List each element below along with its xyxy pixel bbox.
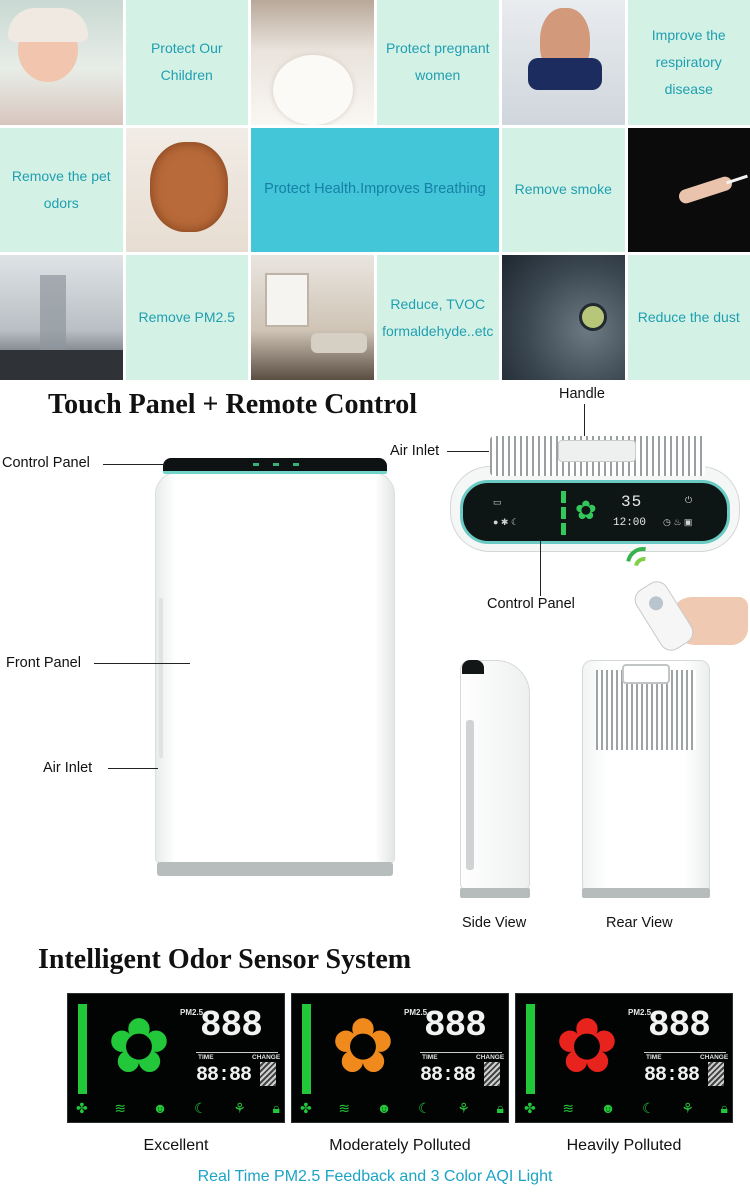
label-side-view: Side View bbox=[462, 915, 527, 931]
pm-digits: 888 bbox=[648, 1005, 711, 1046]
time-label: TIME bbox=[422, 1054, 438, 1061]
child-icon: ☻ bbox=[600, 1100, 616, 1116]
leader-line bbox=[108, 768, 158, 769]
control-panel-strip bbox=[163, 458, 387, 474]
time-label: TIME bbox=[646, 1054, 662, 1061]
time-readout: 12:00 bbox=[613, 517, 647, 529]
fan-icon: ✿ bbox=[575, 495, 597, 525]
label-handle: Handle bbox=[559, 386, 605, 402]
child-lock-icon: 🔒︎ bbox=[496, 1100, 504, 1116]
child-lock-icon: 🔒︎ bbox=[272, 1100, 280, 1116]
benefit-reduce-dust: Reduce the dust bbox=[627, 255, 750, 380]
dog-photo bbox=[125, 127, 248, 253]
caption-moderately-polluted: Moderately Polluted bbox=[329, 1137, 471, 1154]
benefit-reduce-tvoc: Reduce, TVOC formaldehyde..etc bbox=[376, 255, 499, 380]
sensor-panel-excellent: ✿ PM2.5 888 TIME CHANGE 88:88 ✤ ≋ ☻ ☾ ⚘ … bbox=[67, 993, 285, 1123]
remote-control-image bbox=[619, 540, 748, 656]
uv-icon: ≋ bbox=[338, 1100, 351, 1116]
change-label: CHANGE bbox=[252, 1054, 281, 1061]
pm-label: PM2.5 bbox=[180, 1008, 204, 1017]
power-button-icon: ⏻ bbox=[685, 495, 693, 505]
time-label: TIME bbox=[198, 1054, 214, 1061]
label-air-inlet-left: Air Inlet bbox=[43, 760, 93, 776]
leader-line bbox=[540, 540, 541, 596]
sleep-icon: ☾ bbox=[642, 1100, 655, 1116]
pm-digits: 888 bbox=[200, 1005, 263, 1046]
benefit-protect-health: Protect Health.Improves Breathing bbox=[251, 127, 499, 253]
label-rear-view: Rear View bbox=[606, 915, 673, 931]
anion-icon: ⚘ bbox=[681, 1100, 694, 1116]
purifier-front-image bbox=[155, 458, 395, 878]
purifier-side-view-image bbox=[460, 660, 532, 900]
anion-icon: ⚘ bbox=[233, 1100, 246, 1116]
benefit-remove-pm25: Remove PM2.5 bbox=[125, 255, 248, 380]
label-control-panel-left: Control Panel bbox=[2, 455, 90, 471]
fan-mode-icon: ✤ bbox=[76, 1100, 88, 1116]
benefit-remove-smoke: Remove smoke bbox=[502, 127, 625, 253]
cigarette-photo bbox=[627, 127, 750, 253]
change-label: CHANGE bbox=[476, 1054, 505, 1061]
benefit-improve-respiratory: Improve the respiratory disease bbox=[627, 0, 750, 125]
leader-line bbox=[103, 464, 165, 465]
touch-panel-heading: Touch Panel + Remote Control bbox=[48, 389, 418, 420]
clock-digits: 88:88 bbox=[196, 1064, 252, 1087]
fan-icon: ✿ bbox=[107, 1004, 171, 1089]
handle bbox=[558, 440, 636, 462]
sensor-panel-heavy: ✿ PM2.5 888 TIME CHANGE 88:88 ✤ ≋ ☻ ☾ ⚘ … bbox=[515, 993, 733, 1123]
fan-icon: ✿ bbox=[331, 1004, 395, 1089]
pm-label: PM2.5 bbox=[628, 1008, 652, 1017]
label-air-inlet-top: Air Inlet bbox=[390, 443, 440, 459]
auto-icon: ● ✱ ☾ bbox=[493, 517, 520, 527]
benefit-remove-pet-odors: Remove the pet odors bbox=[0, 127, 123, 253]
caption-heavily-polluted: Heavily Polluted bbox=[566, 1137, 682, 1154]
purifier-top-panel-image: ✿ 35 12:00 ▭ ● ✱ ☾ ⏻ ◷ ♨ ▣ bbox=[450, 436, 740, 554]
cat-photo bbox=[502, 255, 625, 380]
pm-digits: 888 bbox=[424, 1005, 487, 1046]
fan-mode-icon: ✤ bbox=[524, 1100, 536, 1116]
benefit-protect-pregnant: Protect pregnant women bbox=[376, 0, 499, 125]
pm-readout: 35 bbox=[621, 493, 643, 511]
footer-tagline: Real Time PM2.5 Feedback and 3 Color AQI… bbox=[197, 1168, 553, 1185]
control-panel-display: ✿ 35 12:00 ▭ ● ✱ ☾ ⏻ ◷ ♨ ▣ bbox=[460, 480, 730, 544]
pregnant-woman-photo bbox=[251, 0, 374, 125]
odor-sensor-heading: Intelligent Odor Sensor System bbox=[38, 944, 412, 975]
status-icons-row: ✤ ≋ ☻ ☾ ⚘ 🔒︎ bbox=[76, 1100, 280, 1116]
uv-icon: ≋ bbox=[562, 1100, 575, 1116]
sleep-icon: ☾ bbox=[194, 1100, 207, 1116]
child-icon: ☻ bbox=[152, 1100, 168, 1116]
pm-label: PM2.5 bbox=[404, 1008, 428, 1017]
benefit-protect-children: Protect Our Children bbox=[125, 0, 248, 125]
label-control-panel-right: Control Panel bbox=[487, 596, 575, 612]
sensor-panel-moderate: ✿ PM2.5 888 TIME CHANGE 88:88 ✤ ≋ ☻ ☾ ⚘ … bbox=[291, 993, 509, 1123]
change-label: CHANGE bbox=[700, 1054, 729, 1061]
purifier-rear-view-image bbox=[582, 660, 712, 900]
child-icon: ☻ bbox=[376, 1100, 392, 1116]
fan-icon: ✿ bbox=[555, 1004, 619, 1089]
child-lock-icon: 🔒︎ bbox=[720, 1100, 728, 1116]
leader-line bbox=[94, 663, 190, 664]
benefits-grid: Protect Our Children Protect pregnant wo… bbox=[0, 0, 750, 380]
smog-city-photo bbox=[0, 255, 123, 380]
filter-icon bbox=[260, 1062, 276, 1086]
fan-mode-icon: ✤ bbox=[300, 1100, 312, 1116]
filter-icon bbox=[484, 1062, 500, 1086]
status-icons-row: ✤ ≋ ☻ ☾ ⚘ 🔒︎ bbox=[524, 1100, 728, 1116]
status-icons-row: ✤ ≋ ☻ ☾ ⚘ 🔒︎ bbox=[300, 1100, 504, 1116]
leader-line bbox=[447, 451, 489, 452]
caption-excellent: Excellent bbox=[143, 1137, 209, 1154]
leader-line bbox=[584, 404, 585, 450]
power-icon: ▭ bbox=[493, 497, 502, 507]
sleep-icon: ☾ bbox=[418, 1100, 431, 1116]
child-photo bbox=[0, 0, 123, 125]
timer-icon: ◷ ♨ ▣ bbox=[663, 517, 693, 527]
clock-digits: 88:88 bbox=[644, 1064, 700, 1087]
anion-icon: ⚘ bbox=[457, 1100, 470, 1116]
living-room-photo bbox=[251, 255, 374, 380]
uv-icon: ≋ bbox=[114, 1100, 127, 1116]
label-front-panel: Front Panel bbox=[6, 655, 81, 671]
masked-man-photo bbox=[502, 0, 625, 125]
filter-icon bbox=[708, 1062, 724, 1086]
clock-digits: 88:88 bbox=[420, 1064, 476, 1087]
